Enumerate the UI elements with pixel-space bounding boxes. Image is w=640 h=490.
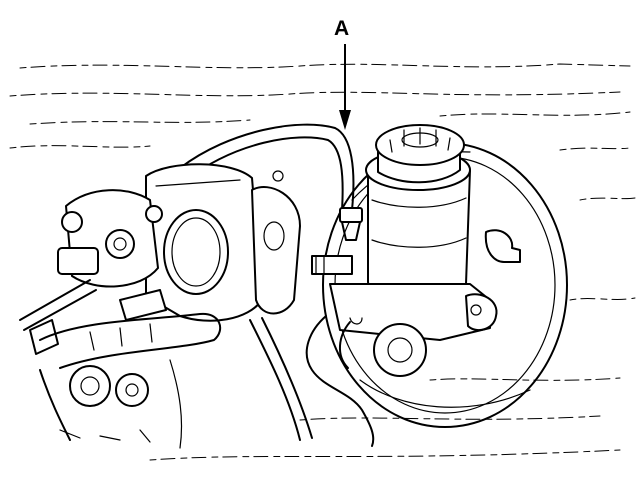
fluid-reservoir bbox=[365, 124, 471, 296]
background-panel-lines bbox=[9, 63, 636, 461]
reservoir-cap bbox=[375, 124, 465, 166]
fluid-hose bbox=[179, 123, 363, 241]
master-cylinder bbox=[305, 229, 521, 447]
intake-hose bbox=[39, 312, 222, 369]
callout-arrow bbox=[339, 44, 351, 130]
lower-engine-parts bbox=[39, 317, 313, 449]
callout-label-a: A bbox=[334, 17, 350, 40]
hose-clamp bbox=[339, 207, 363, 223]
throttle-body bbox=[145, 163, 301, 322]
intake-linkage bbox=[19, 189, 167, 355]
